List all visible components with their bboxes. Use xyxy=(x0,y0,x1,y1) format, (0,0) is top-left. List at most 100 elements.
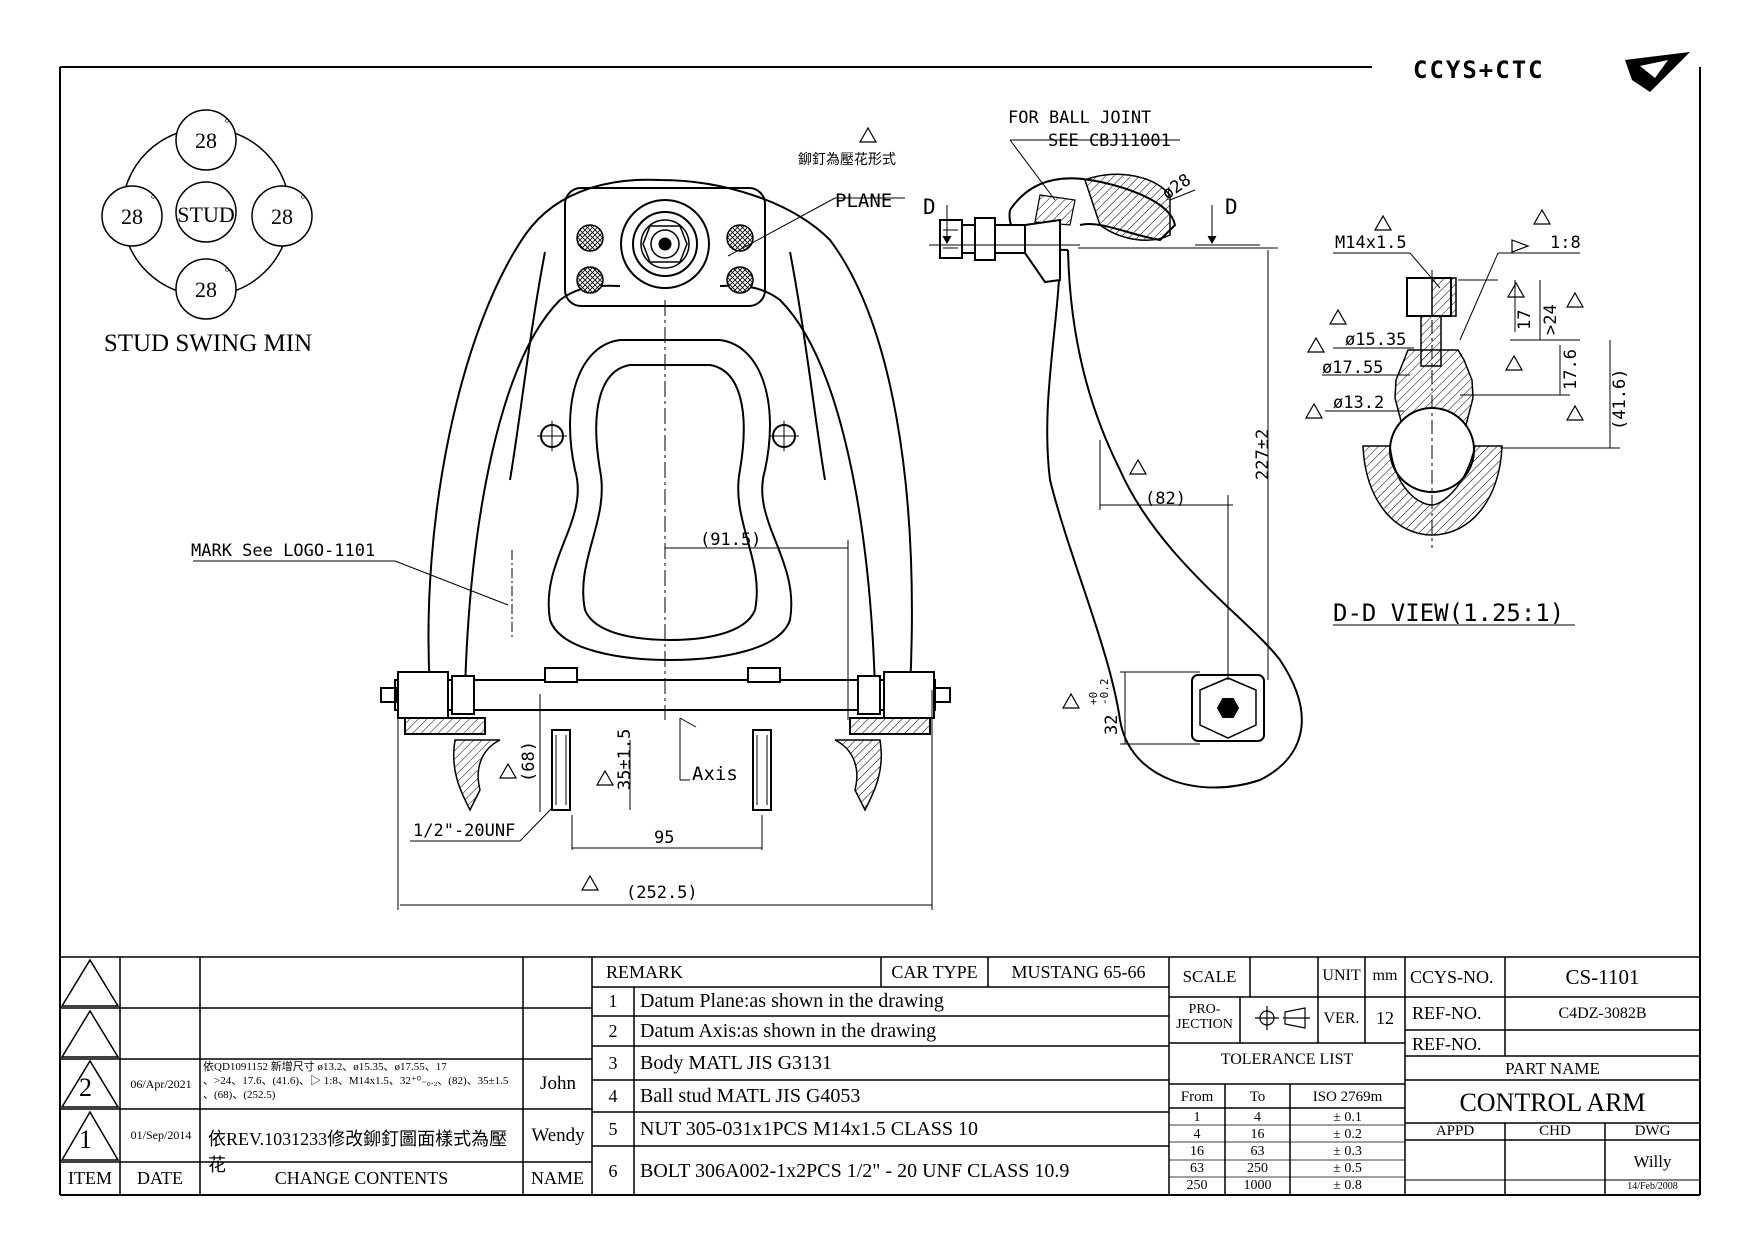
rev-date: 06/Apr/2021 xyxy=(130,1077,192,1091)
revision-triangle-icon xyxy=(60,958,120,1007)
datum-triangle-icon xyxy=(1504,354,1524,371)
tol-value: ± 0.1 xyxy=(1333,1110,1362,1125)
remark-text: Datum Axis:as shown in the drawing xyxy=(640,1020,937,1042)
scale-label: SCALE xyxy=(1182,967,1237,986)
ball-stud-top xyxy=(576,199,754,294)
tol-from: 4 xyxy=(1193,1127,1201,1142)
dim-phi13-2: ø13.2 xyxy=(1333,393,1384,413)
front-view xyxy=(380,178,951,812)
rev-contents-line: 依QD1091152 新增尺寸 ø13.2、ø15.35、ø17.55、17 xyxy=(203,1061,447,1073)
tol-value: ± 0.3 xyxy=(1333,1144,1362,1159)
ref-no-value: C4DZ-3082B xyxy=(1558,1005,1647,1022)
rev-contents-line: 、>24、17.6、(41.6)、▷ 1:8、M14x1.5、32⁺⁰₋₀.₂、… xyxy=(203,1075,509,1087)
remark-text: Datum Plane:as shown in the drawing xyxy=(640,990,944,1012)
side-view xyxy=(939,173,1303,789)
swing-top-value: 28 xyxy=(195,128,217,153)
swing-caption: STUD SWING MIN xyxy=(104,330,312,357)
tol-to: 63 xyxy=(1250,1144,1265,1159)
swing-bottom-value: 28 xyxy=(195,277,217,302)
logo-mark-label: MARK See LOGO-1101 xyxy=(191,541,375,561)
datum-triangle-icon xyxy=(1506,281,1526,298)
datum-triangle-icon xyxy=(1304,402,1324,419)
rivet-note-cn: 鉚釘為壓花形式 xyxy=(798,151,896,168)
remark-no: 3 xyxy=(608,1053,618,1073)
header-name: NAME xyxy=(531,1168,584,1188)
remark-header: REMARK xyxy=(606,962,684,982)
ccys-no-label: CCYS-NO. xyxy=(1410,967,1494,987)
rev-name: John xyxy=(540,1073,576,1094)
thread-m14: M14x1.5 xyxy=(1335,233,1407,253)
dim-17: 17 xyxy=(1515,310,1535,330)
plane-label: PLANE xyxy=(835,190,892,212)
remark-no: 4 xyxy=(608,1086,618,1106)
rev-contents: 依QD1091152 新增尺寸 ø13.2、ø15.35、ø17.55、17 、… xyxy=(203,1060,521,1102)
deg-mark: ° xyxy=(151,192,156,206)
swing-circle-right xyxy=(251,185,313,247)
swing-circle-top xyxy=(175,109,237,171)
tol-to: 4 xyxy=(1254,1110,1261,1125)
ref-no-label: REF-NO. xyxy=(1412,1003,1482,1023)
thread-label: 1/2"-20UNF xyxy=(413,821,515,841)
brand-logo: CCYS+CTC xyxy=(1413,52,1690,92)
swing-right-value: 28 xyxy=(271,204,293,229)
tol-value: ± 0.2 xyxy=(1333,1127,1362,1142)
stud-bolt-right xyxy=(752,729,772,811)
car-type-value: MUSTANG 65-66 xyxy=(1011,962,1146,982)
remark-no: 2 xyxy=(608,1021,618,1041)
dim-17-6: 17.6 xyxy=(1561,349,1581,390)
stud-label: STUD xyxy=(177,202,234,227)
tol-value: ± 0.8 xyxy=(1333,1178,1362,1193)
datum-triangle-icon xyxy=(1061,692,1081,709)
section-view-title: D-D VIEW(1.25:1) xyxy=(1333,599,1564,627)
unit-value: mm xyxy=(1372,967,1398,984)
dim-phi15-35: ø15.35 xyxy=(1345,330,1406,350)
arm-opening-inner xyxy=(582,364,758,642)
ccys-no-value: CS-1101 xyxy=(1565,965,1640,989)
revision-triangle-icon xyxy=(60,1110,120,1161)
deg-mark: ° xyxy=(225,265,230,279)
rivet-icon xyxy=(576,266,604,294)
stud-swing-diagram xyxy=(101,109,313,320)
dim-32-tol-lower: -0.2 xyxy=(1098,679,1111,706)
ver-value: 12 xyxy=(1376,1008,1394,1028)
datum-triangle-icon xyxy=(1306,336,1326,353)
remark-no: 5 xyxy=(608,1119,618,1139)
deg-mark: ° xyxy=(225,116,230,130)
section-label-left: D xyxy=(923,195,936,219)
datum-triangle-icon xyxy=(1532,208,1552,225)
header-date: DATE xyxy=(137,1168,183,1188)
datum-triangle-icon xyxy=(1328,308,1348,325)
tol-row: 16 63 ± 0.3 xyxy=(1169,1143,1405,1160)
remark-text: Body MATL JIS G3131 xyxy=(640,1052,833,1074)
car-type-label: CAR TYPE xyxy=(891,962,978,982)
ball-joint-note-1: FOR BALL JOINT xyxy=(1008,108,1151,128)
datum-triangle-icon xyxy=(1565,291,1585,308)
tol-to: 250 xyxy=(1247,1161,1268,1176)
stud-bolt-left xyxy=(551,729,571,811)
datum-triangle-icon xyxy=(858,126,878,143)
header-item: ITEM xyxy=(68,1168,112,1188)
datum-triangle-icon xyxy=(498,762,518,779)
stud-circle xyxy=(175,181,237,243)
rev-item: 2 xyxy=(79,1073,92,1102)
dim-32: 32 xyxy=(1102,715,1122,735)
axis-label: Axis xyxy=(692,763,738,785)
projection-label-line: PRO- xyxy=(1188,1002,1221,1017)
housing-lower xyxy=(1362,445,1503,536)
third-angle-projection-icon xyxy=(1255,1006,1310,1030)
tol-from: 16 xyxy=(1190,1144,1204,1159)
swing-circle-bottom xyxy=(175,258,237,320)
remark-text: BOLT 306A002-1x2PCS 1/2" - 20 UNF CLASS … xyxy=(640,1160,1070,1182)
part-name-value: CONTROL ARM xyxy=(1459,1088,1646,1117)
dim-35: 35±1.5 xyxy=(615,729,635,790)
projection-label: PRO- JECTION xyxy=(1169,1002,1240,1032)
datum-triangle-icon xyxy=(1565,404,1585,421)
tol-from: 250 xyxy=(1186,1178,1208,1193)
rev-contents-line: 、(68)、(252.5) xyxy=(203,1089,276,1101)
tol-header-to: To xyxy=(1249,1089,1266,1105)
remark-text: NUT 305-031x1PCS M14x1.5 CLASS 10 xyxy=(640,1118,979,1140)
dim-252-5: (252.5) xyxy=(626,883,698,903)
